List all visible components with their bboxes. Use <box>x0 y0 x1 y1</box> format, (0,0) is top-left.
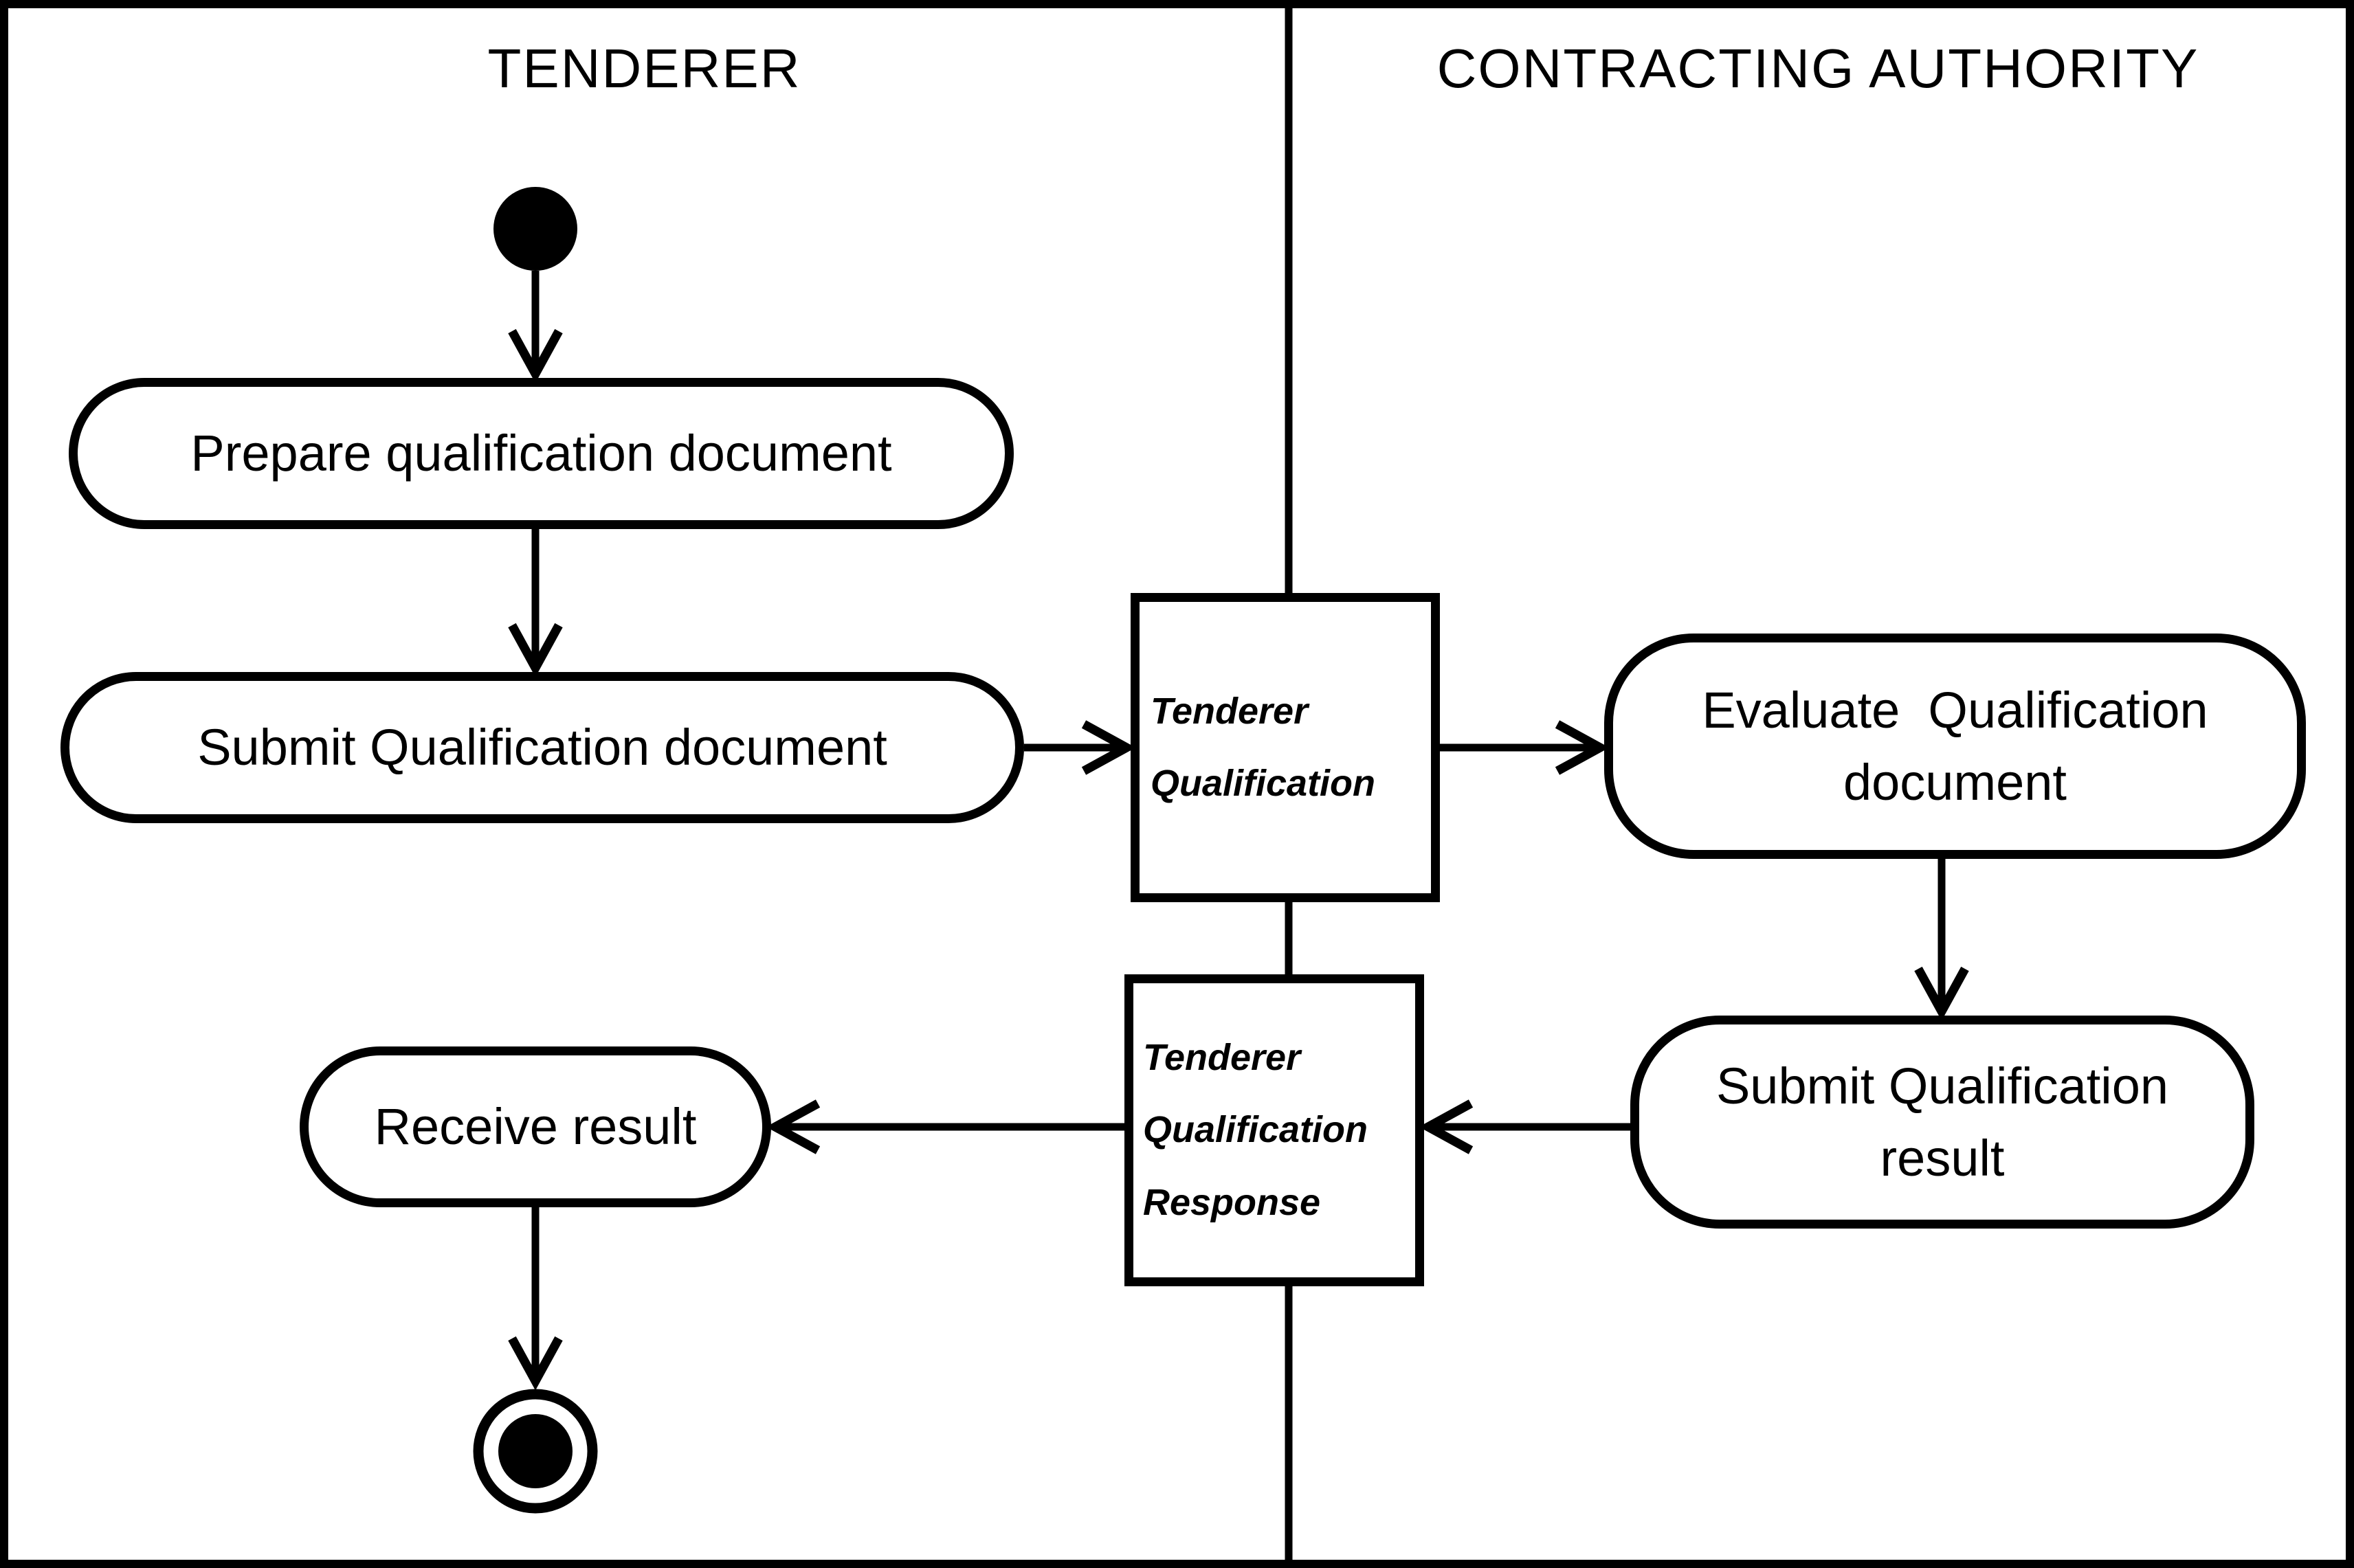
final-node-outer-ring <box>473 1389 598 1514</box>
final-node-inner-dot <box>498 1414 573 1488</box>
lane-title-tenderer: TENDERER <box>487 38 801 99</box>
activity-label-line: Evaluate Qualification <box>1702 681 2208 739</box>
activity-submit-qualification-document: Submit Qualification document <box>60 672 1024 823</box>
initial-node <box>493 187 577 271</box>
activity-receive-result: Receive result <box>300 1046 771 1207</box>
activity-submit-qualification-result: Submit Qualification result <box>1630 1016 2254 1229</box>
object-label-line: Qualification <box>1151 763 1376 804</box>
activity-prepare-qualification-document: Prepare qualification document <box>69 378 1014 529</box>
object-label-line: Tenderer <box>1151 690 1309 732</box>
activity-label: Prepare qualification document <box>190 425 892 482</box>
activity-label-line: document <box>1843 754 2067 811</box>
object-node-tenderer-qualification-response: Tenderer Qualification Response <box>1124 974 1424 1286</box>
object-label-line: Qualification <box>1143 1109 1368 1151</box>
activity-evaluate-qualification-document: Evaluate Qualification document <box>1604 634 2306 859</box>
activity-label: Receive result <box>374 1098 697 1156</box>
activity-label-line: Submit Qualification <box>1715 1057 2169 1115</box>
object-label-line: Response <box>1143 1181 1321 1223</box>
activity-label-line: result <box>1880 1130 2005 1187</box>
object-label-line: Tenderer <box>1143 1037 1301 1079</box>
lane-title-contracting-authority: CONTRACTING AUTHORITY <box>1436 38 2199 99</box>
object-node-tenderer-qualification: Tenderer Qualification <box>1131 593 1440 902</box>
activity-label: Submit Qualification document <box>197 719 887 776</box>
